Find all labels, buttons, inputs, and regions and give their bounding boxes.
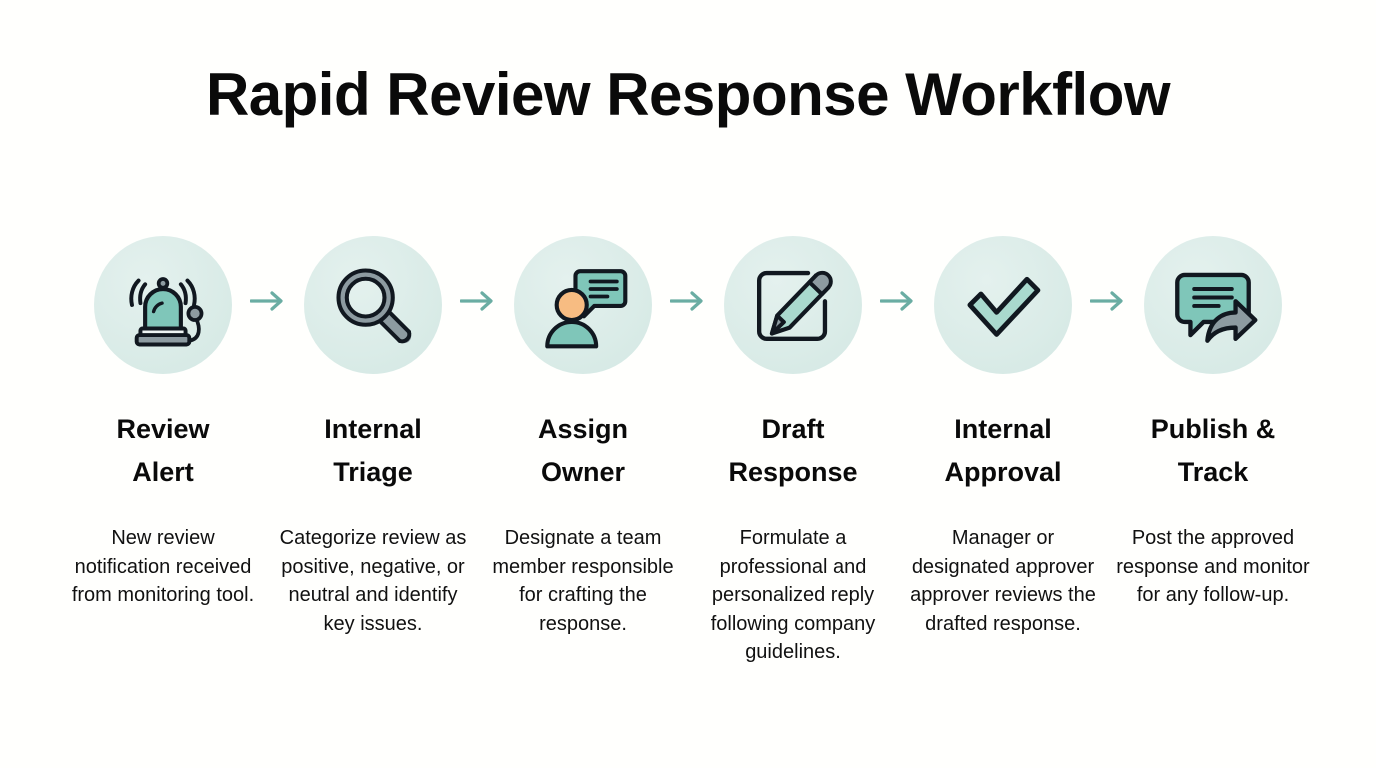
step-title-assign-owner: Assign Owner [490, 408, 676, 494]
workflow-step-internal-approval: Internal Approval Manager or designated … [910, 236, 1096, 638]
pencil-edit-square-icon [756, 270, 833, 342]
step-title-review-alert: Review Alert [70, 408, 256, 494]
step-description-review-alert: New review notification received from mo… [71, 527, 255, 607]
workflow-step-publish-track: Publish & Track Post the approved respon… [1116, 236, 1310, 610]
icon-circle-publish-track [1144, 236, 1282, 374]
icon-circle-internal-triage [304, 236, 442, 374]
step-title-line-2: Track [1177, 457, 1249, 488]
step-description-draft-response: Formulate a professional and personalize… [710, 527, 876, 663]
step-title-line-1: Internal [324, 414, 422, 444]
connector-arrow-4 [879, 290, 917, 312]
connector-arrow-5 [1089, 290, 1127, 312]
step-title-internal-triage: Internal Triage [280, 408, 466, 494]
speech-bubble-share-icon [1175, 272, 1258, 343]
connector-arrow-1 [249, 290, 287, 312]
icon-circle-internal-approval [934, 236, 1072, 374]
workflow-steps-container: Review Alert New review notification rec… [0, 236, 1376, 666]
step-title-line-2: Triage [333, 457, 413, 488]
step-title-line-1: Review [116, 414, 210, 444]
icon-circle-review-alert [94, 236, 232, 374]
step-title-line-1: Internal [954, 414, 1052, 444]
alarm-siren-icon [129, 277, 204, 347]
arrow-right-icon [250, 291, 283, 311]
connector-arrow-2 [459, 290, 497, 312]
connector-arrow-3 [669, 290, 707, 312]
step-title-line-2: Response [728, 457, 858, 488]
arrow-right-icon [670, 291, 703, 311]
person-speech-bubble-icon [545, 269, 628, 349]
workflow-step-internal-triage: Internal Triage Categorize review as pos… [280, 236, 466, 638]
page-title: Rapid Review Response Workflow [205, 61, 1171, 128]
workflow-step-assign-owner: Assign Owner Designate a team member res… [492, 236, 674, 638]
checkmark-icon [967, 276, 1041, 337]
step-title-line-1: Draft [761, 414, 825, 444]
workflow-step-draft-response: Draft Response Formulate a professional … [707, 236, 879, 666]
arrow-right-icon [1090, 291, 1123, 311]
step-title-line-1: Assign [537, 414, 629, 444]
step-title-internal-approval: Internal Approval [910, 408, 1096, 494]
step-title-line-2: Owner [540, 457, 626, 488]
step-title-line-1: Publish & [1150, 414, 1276, 444]
step-title-publish-track: Publish & Track [1120, 408, 1306, 494]
arrow-right-icon [460, 291, 493, 311]
step-description-publish-track: Post the approved response and monitor f… [1116, 527, 1310, 607]
arrow-right-icon [880, 291, 913, 311]
step-title-draft-response: Draft Response [700, 408, 886, 494]
step-description-internal-approval: Manager or designated approver approver … [910, 527, 1096, 635]
step-description-internal-triage: Categorize review as positive, negative,… [279, 527, 467, 635]
magnifying-glass-icon [336, 268, 412, 344]
icon-circle-assign-owner [514, 236, 652, 374]
workflow-step-review-alert: Review Alert New review notification rec… [72, 236, 254, 610]
step-title-line-2: Approval [944, 457, 1062, 488]
step-title-line-2: Alert [132, 457, 194, 488]
icon-circle-draft-response [724, 236, 862, 374]
step-description-assign-owner: Designate a team member responsible for … [492, 527, 674, 635]
